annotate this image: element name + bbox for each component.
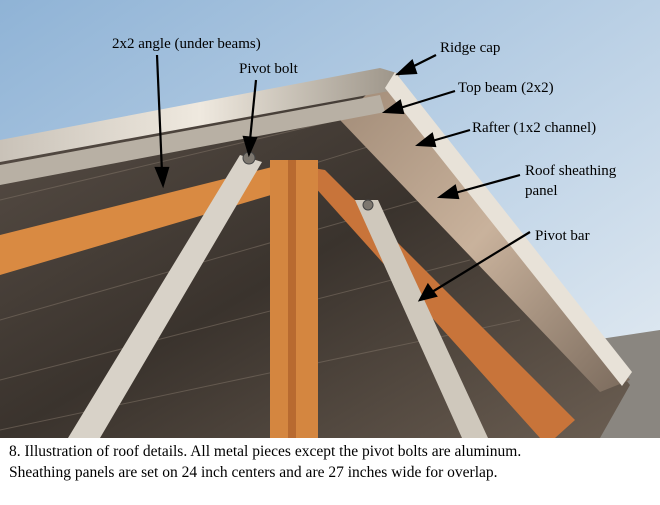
label-rafter: Rafter (1x2 channel) <box>472 120 596 136</box>
caption-line-1: 8. Illustration of roof details. All met… <box>9 443 522 460</box>
label-2x2-angle: 2x2 angle (under beams) <box>112 36 261 52</box>
right-roof-sheathing <box>340 72 630 392</box>
ridge-cap <box>0 68 400 162</box>
top-beam <box>0 95 385 185</box>
caption-line-2: Sheathing panels are set on 24 inch cent… <box>9 464 498 481</box>
label-pivot-bar: Pivot bar <box>535 228 590 244</box>
pivot-bolt-right <box>362 199 374 211</box>
label-ridge-cap: Ridge cap <box>440 40 500 56</box>
wood-post-shadow <box>288 160 296 438</box>
annotation-arrows <box>154 54 531 302</box>
label-roof-sheathing-panel: panel <box>525 183 557 199</box>
wood-right-beam <box>295 165 575 438</box>
roof-photo: 2x2 angle (under beams) Pivot bolt Ridge… <box>0 0 660 438</box>
rafter <box>385 72 632 386</box>
label-roof-sheathing: Roof sheathing <box>525 163 617 179</box>
figure-caption: 8. Illustration of roof details. All met… <box>9 441 521 483</box>
left-pivot-bar <box>68 155 262 438</box>
label-top-beam: Top beam (2x2) <box>458 80 554 96</box>
right-pivot-bar <box>355 200 488 438</box>
label-pivot-bolt: Pivot bolt <box>239 61 299 77</box>
